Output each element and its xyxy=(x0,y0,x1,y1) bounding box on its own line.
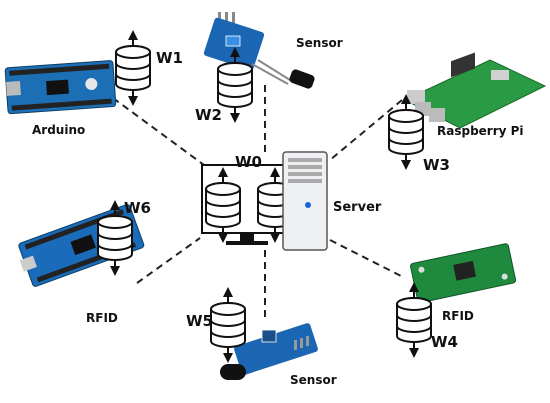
arduino-board-icon xyxy=(4,60,117,115)
sensor-module-icon xyxy=(203,12,315,89)
database-icon xyxy=(116,30,150,106)
raspberry-pi-icon xyxy=(403,52,547,129)
sensor-module-icon xyxy=(220,323,318,380)
device-label-rfid-right: RFID xyxy=(442,309,474,323)
worker-label-w6: W6 xyxy=(124,199,151,217)
link-raspberry xyxy=(329,99,403,161)
server-icon xyxy=(282,151,328,251)
monitor-label-w0: W0 xyxy=(235,153,262,171)
device-label-arduino: Arduino xyxy=(32,123,86,137)
link-rfid-left xyxy=(136,237,201,284)
worker-label-w5: W5 xyxy=(186,312,213,330)
worker-label-w4: W4 xyxy=(431,333,458,351)
device-label-sensor-top: Sensor xyxy=(296,36,343,50)
rfid-module-icon xyxy=(410,243,517,304)
worker-label-w1: W1 xyxy=(156,49,183,67)
server-label: Server xyxy=(333,200,382,215)
device-label-sensor-bottom: Sensor xyxy=(290,373,337,387)
link-rfid-right xyxy=(329,239,406,279)
link-arduino xyxy=(112,97,209,169)
device-label-raspberry-pi: Raspberry Pi xyxy=(437,124,524,138)
worker-label-w3: W3 xyxy=(423,156,450,174)
device-label-rfid-left: RFID xyxy=(86,311,118,325)
connection-lines xyxy=(112,85,406,318)
worker-label-w2: W2 xyxy=(195,106,222,124)
